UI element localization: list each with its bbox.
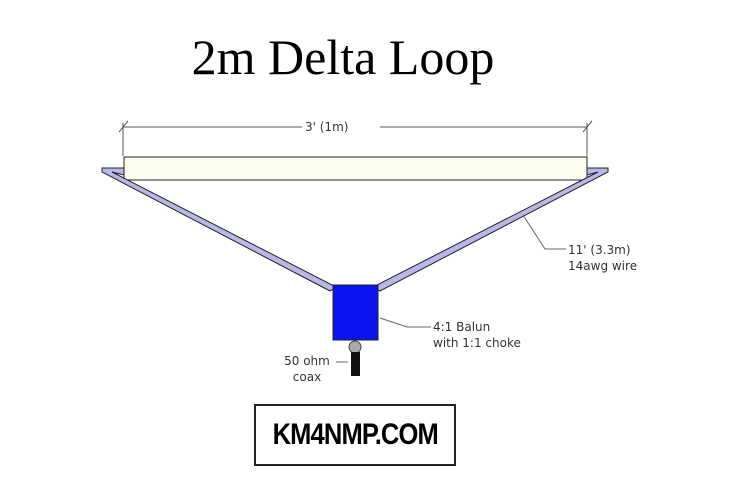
diagram-title: 2m Delta Loop [191,29,495,85]
balun-choke: with 1:1 choke [433,336,521,350]
dimension-label: 3' (1m) [302,119,352,135]
wire-label: 11' (3.3m) 14awg wire [568,242,637,274]
wire-leader [522,214,566,250]
coax-cable [351,352,360,376]
balun-leader [379,317,431,328]
dimension-line [118,120,593,156]
wire-length: 11' (3.3m) [568,243,631,257]
right-wire [371,167,609,292]
left-wire [101,167,337,292]
balun-box [332,284,379,341]
coax-connector [348,340,362,354]
coax-type: coax [292,370,322,384]
coax-label: 50 ohm coax [282,353,332,385]
balun-ratio: 4:1 Balun [433,320,491,334]
brand-text: KM4NMP.COM [272,418,438,451]
balun-label: 4:1 Balun with 1:1 choke [433,319,521,351]
spreader-bar [123,156,588,181]
coax-impedance: 50 ohm [284,354,330,368]
brand-box: KM4NMP.COM [254,404,456,466]
wire-gauge: 14awg wire [568,259,638,273]
